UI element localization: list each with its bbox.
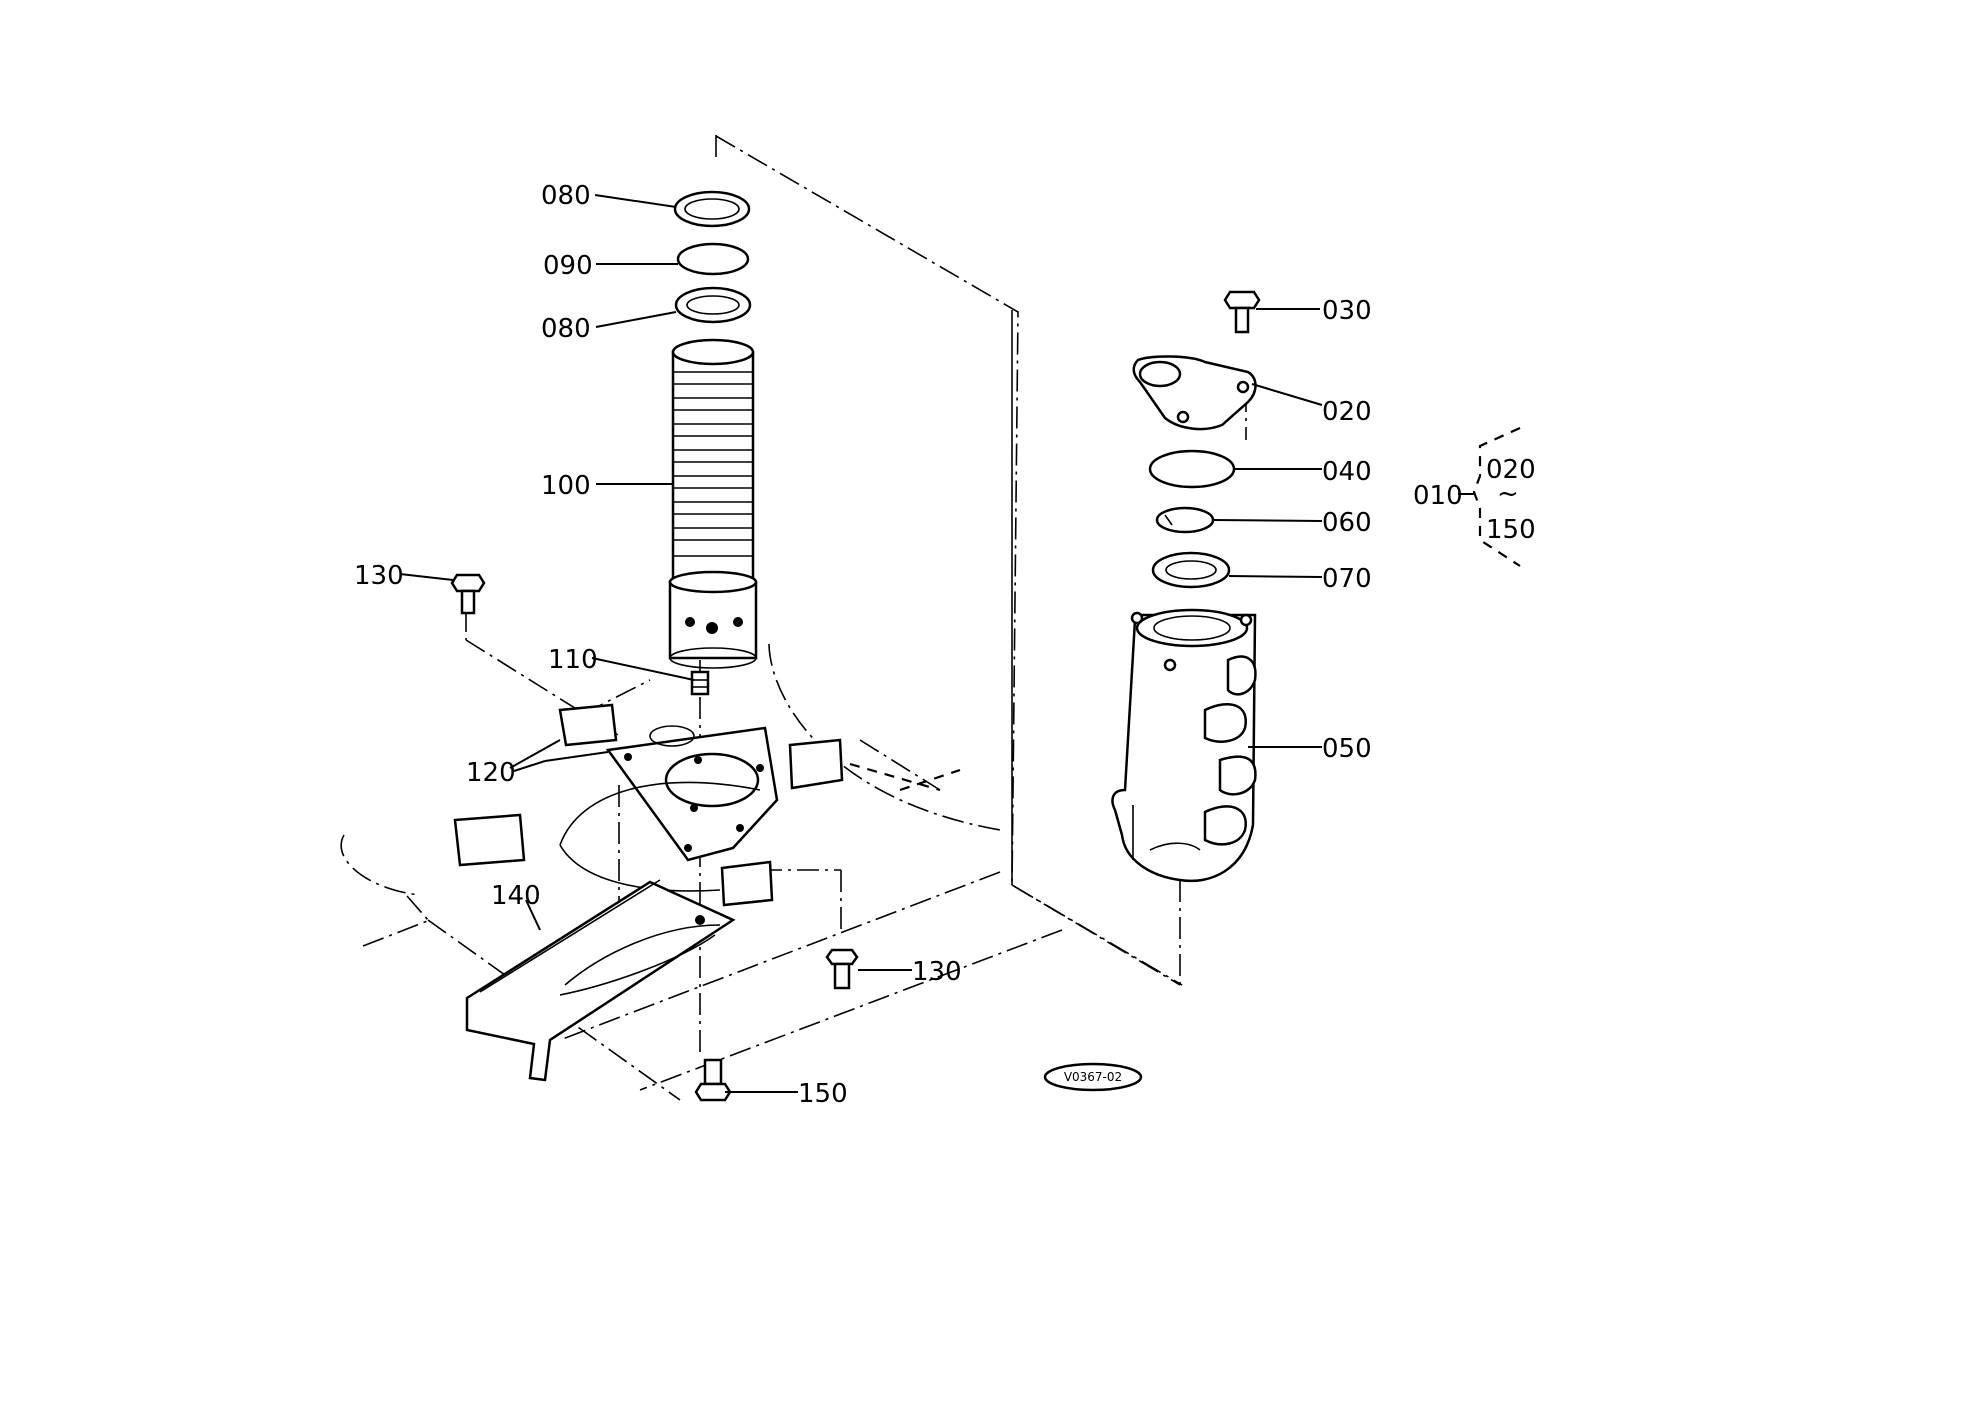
- drawing-code: V0367-02: [1064, 1070, 1122, 1084]
- washer: [1151, 551, 1231, 589]
- leader-lines: [399, 194, 1323, 1093]
- cover: [1132, 355, 1257, 431]
- seal-ring-bottom: [674, 286, 752, 324]
- label-bolt-bottom: 150: [798, 1079, 848, 1109]
- seal-ring-middle: [676, 242, 750, 276]
- label-cover: 020: [1322, 397, 1372, 427]
- label-seal-bottom: 080: [541, 314, 591, 344]
- bolt-left: [450, 573, 486, 615]
- bolt-bottom: [694, 1058, 732, 1102]
- snap-ring: [1155, 506, 1215, 534]
- label-rotor-shaft: 100: [541, 471, 591, 501]
- label-assembly: 010: [1413, 481, 1463, 511]
- mounting-plate: [605, 726, 779, 862]
- o-ring: [1148, 449, 1236, 489]
- label-range-to: 150: [1486, 515, 1536, 545]
- plug: [690, 670, 710, 696]
- label-seal-top: 080: [541, 181, 591, 211]
- label-bracket: 140: [491, 881, 541, 911]
- callout-labels: 080 090 080 100 130 110 120 140 130 150 …: [354, 181, 1536, 1109]
- label-seal-middle: 090: [543, 251, 593, 281]
- frame-blocks: [453, 703, 844, 907]
- assembly-range-bracket: [1458, 426, 1521, 567]
- label-bolt-right: 130: [912, 957, 962, 987]
- bracket: [465, 879, 736, 1082]
- label-o-ring: 040: [1322, 457, 1372, 487]
- label-snap-ring: 060: [1322, 508, 1372, 538]
- swivel-body: [1111, 608, 1257, 883]
- bolt-right: [825, 948, 859, 990]
- seal-ring-top: [673, 190, 751, 228]
- label-plug: 110: [548, 645, 598, 675]
- label-body: 050: [1322, 734, 1372, 764]
- cap-bolt: [1223, 290, 1261, 334]
- rotor-shaft: [668, 338, 758, 669]
- construction-lines: [340, 135, 1247, 1101]
- label-washer: 070: [1322, 564, 1372, 594]
- label-cap-bolt: 030: [1322, 296, 1372, 326]
- label-range-from: 020: [1486, 455, 1536, 485]
- label-range-tilde: ~: [1497, 479, 1519, 509]
- label-bolt-left: 130: [354, 561, 404, 591]
- label-plate-bolts: 120: [466, 758, 516, 788]
- drawing-code-stamp: V0367-02: [1043, 1062, 1143, 1092]
